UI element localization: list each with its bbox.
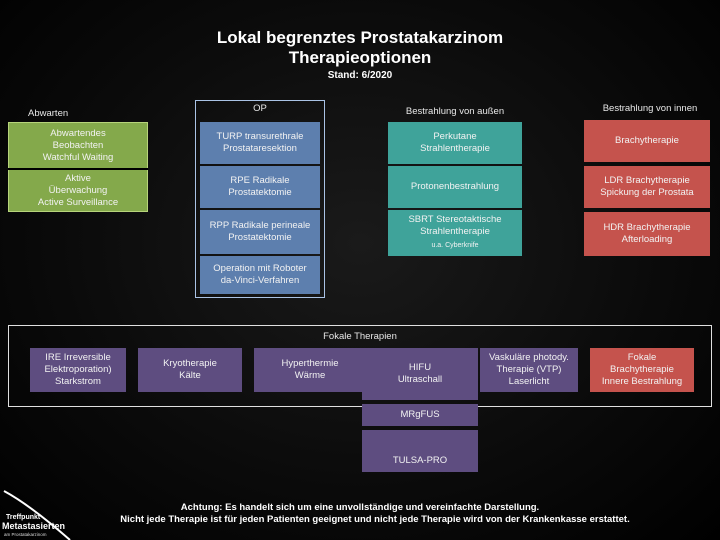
op-turp: TURP transurethrale Prostataresektion bbox=[200, 122, 320, 164]
date-label: Stand: 6/2020 bbox=[327, 70, 393, 81]
op-robot: Operation mit Roboter da-Vinci-Verfahren bbox=[200, 256, 320, 294]
logo-arc-icon bbox=[3, 490, 71, 540]
abwarten-divider bbox=[8, 168, 148, 170]
fokal-ire: IRE Irreversible Elektroporation) Starks… bbox=[30, 348, 126, 392]
note-line-1: Achtung: Es handelt sich um eine unvolls… bbox=[180, 502, 540, 513]
op-rpp: RPP Radikale perineale Prostatektomie bbox=[200, 210, 320, 254]
fokal-hifu: HIFU Ultraschall bbox=[362, 348, 478, 400]
logo: Treffpunkt Metastasierten am Prostatakar… bbox=[0, 485, 82, 540]
aussen-protonen: Protonenbestrahlung bbox=[388, 166, 522, 208]
fokal-vtp: Vaskuläre photody. Therapie (VTP) Laserl… bbox=[480, 348, 578, 392]
fokal-mrgfus-spacer bbox=[362, 430, 478, 450]
header-op: OP bbox=[253, 103, 267, 114]
fokal-mrgfus: MRgFUS bbox=[362, 404, 478, 426]
logo-line-3: am Prostatakarzinom bbox=[4, 532, 47, 537]
fokal-hyperthermie: Hyperthermie Wärme bbox=[254, 348, 366, 392]
innen-brachytherapie: Brachytherapie bbox=[584, 120, 710, 162]
note-line-2: Nicht jede Therapie ist für jeden Patien… bbox=[120, 514, 630, 525]
innen-ldr: LDR Brachytherapie Spickung der Prostata bbox=[584, 166, 710, 208]
innen-hdr: HDR Brachytherapie Afterloading bbox=[584, 212, 710, 256]
fokal-kryotherapie: Kryotherapie Kälte bbox=[138, 348, 242, 392]
header-bestrahlung-innen: Bestrahlung von innen bbox=[602, 103, 698, 114]
aussen-sbrt: SBRT Stereotaktische Strahlentherapie u.… bbox=[388, 210, 522, 256]
page-subtitle: Therapieoptionen bbox=[288, 48, 432, 67]
op-rpe: RPE Radikale Prostatektomie bbox=[200, 166, 320, 208]
aussen-perkutan: Perkutane Strahlentherapie bbox=[388, 122, 522, 164]
header-abwarten: Abwarten bbox=[28, 108, 69, 119]
aussen-sbrt-label: SBRT Stereotaktische Strahlentherapie bbox=[408, 214, 502, 237]
fokal-brachytherapie: Fokale Brachytherapie Innere Bestrahlung bbox=[590, 348, 694, 392]
abwarten-active-surveillance: Aktive Überwachung Active Surveillance bbox=[10, 171, 146, 211]
abwarten-watchful-waiting: Abwartendes Beobachten Watchful Waiting bbox=[10, 124, 146, 168]
header-bestrahlung-aussen: Bestrahlung von außen bbox=[405, 106, 505, 117]
fokal-frame bbox=[8, 325, 712, 407]
aussen-sbrt-sub: u.a. Cyberknife bbox=[431, 242, 479, 249]
fokal-tulsa: TULSA-PRO bbox=[362, 450, 478, 472]
op-frame bbox=[195, 100, 325, 298]
fokal-header: Fokale Therapien bbox=[323, 331, 397, 342]
page-title: Lokal begrenztes Prostatakarzinom bbox=[216, 28, 504, 47]
logo-line-1: Treffpunkt bbox=[6, 514, 41, 521]
logo-line-2: Metastasierten bbox=[2, 521, 66, 531]
